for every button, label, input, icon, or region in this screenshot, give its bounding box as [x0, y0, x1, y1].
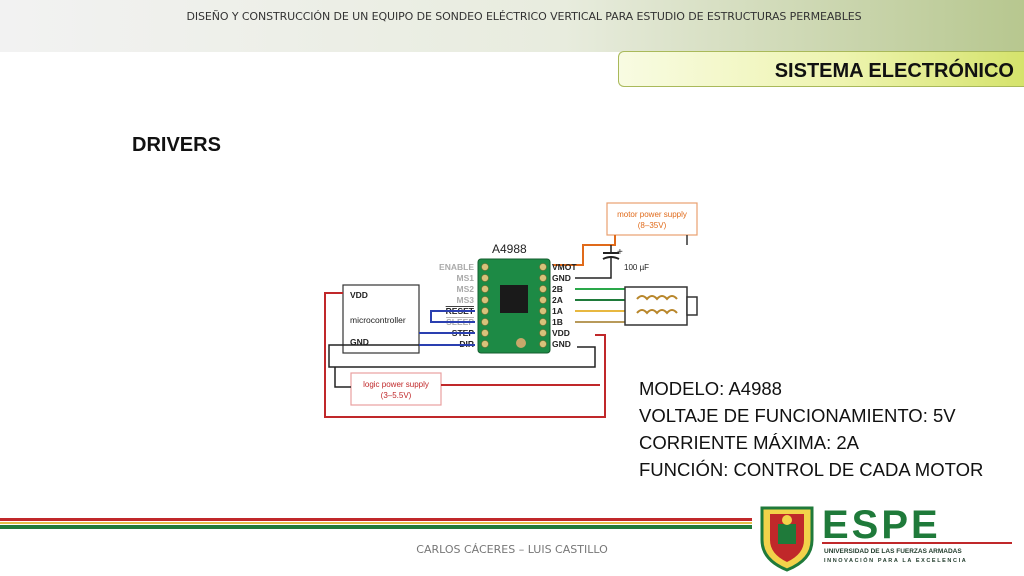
- spec-model: MODELO: A4988: [639, 378, 782, 399]
- footer-authors: CARLOS CÁCERES – LUIS CASTILLO: [416, 543, 608, 556]
- mcu-gnd-label: GND: [350, 337, 369, 347]
- pin-gnd-motor: GND: [552, 273, 571, 283]
- spec-function: FUNCIÓN: CONTROL DE CADA MOTOR: [639, 459, 984, 480]
- pin-1a: 1A: [552, 306, 563, 316]
- capacitor-value: 100 µF: [624, 263, 649, 272]
- spec-voltage: VOLTAJE DE FUNCIONAMIENTO: 5V: [639, 405, 956, 426]
- logic-supply-label: logic power supply: [363, 380, 429, 389]
- pin-ms2: MS2: [457, 284, 475, 294]
- section-title: SISTEMA ELECTRÓNICO: [774, 60, 1014, 82]
- logic-power-supply-box: [350, 372, 442, 406]
- pin-vmot: VMOT: [552, 262, 577, 272]
- capacitor-plus: +: [617, 247, 623, 258]
- pin-2b: 2B: [552, 284, 563, 294]
- section-banner: SISTEMA ELECTRÓNICO: [618, 51, 1024, 87]
- pin-ms1: MS1: [457, 273, 475, 283]
- mcu-vdd-label: VDD: [350, 290, 368, 300]
- logic-supply-voltage: (3–5.5V): [381, 391, 412, 400]
- logo-university: UNIVERSIDAD DE LAS FUERZAS ARMADAS: [824, 548, 962, 555]
- chip-label: A4988: [492, 242, 527, 256]
- microcontroller-box: [342, 284, 420, 354]
- pin-1b: 1B: [552, 317, 563, 327]
- pin-enable: ENABLE: [439, 262, 474, 272]
- mcu-label: microcontroller: [350, 315, 406, 325]
- pin-ms3: MS3: [457, 295, 475, 305]
- pin-gnd-logic: GND: [552, 339, 571, 349]
- specs-list: MODELO: A4988 VOLTAJE DE FUNCIONAMIENTO:…: [639, 375, 983, 483]
- document-title: DISEÑO Y CONSTRUCCIÓN DE UN EQUIPO DE SO…: [186, 10, 862, 23]
- spec-current: CORRIENTE MÁXIMA: 2A: [639, 432, 859, 453]
- motor-power-supply-box: [606, 202, 698, 236]
- header-bar: DISEÑO Y CONSTRUCCIÓN DE UN EQUIPO DE SO…: [0, 0, 1024, 52]
- pin-2a: 2A: [552, 295, 563, 305]
- footer-divider: [0, 518, 752, 529]
- motor-supply-voltage: (8–35V): [638, 221, 667, 230]
- espe-logo: ESPE UNIVERSIDAD DE LAS FUERZAS ARMADAS …: [760, 503, 1012, 572]
- logo-motto: INNOVACIÓN PARA LA EXCELENCIA: [824, 556, 967, 564]
- motor-supply-label: motor power supply: [617, 210, 687, 219]
- stepper-motor-icon: [624, 286, 688, 326]
- slide-heading: DRIVERS: [132, 134, 221, 156]
- logo-wordmark: ESPE: [822, 503, 941, 547]
- a4988-chip: [500, 285, 528, 313]
- pin-vdd: VDD: [552, 328, 570, 338]
- a4988-wiring-diagram: motor power supply (8–35V) + 100 µF A498…: [324, 202, 698, 418]
